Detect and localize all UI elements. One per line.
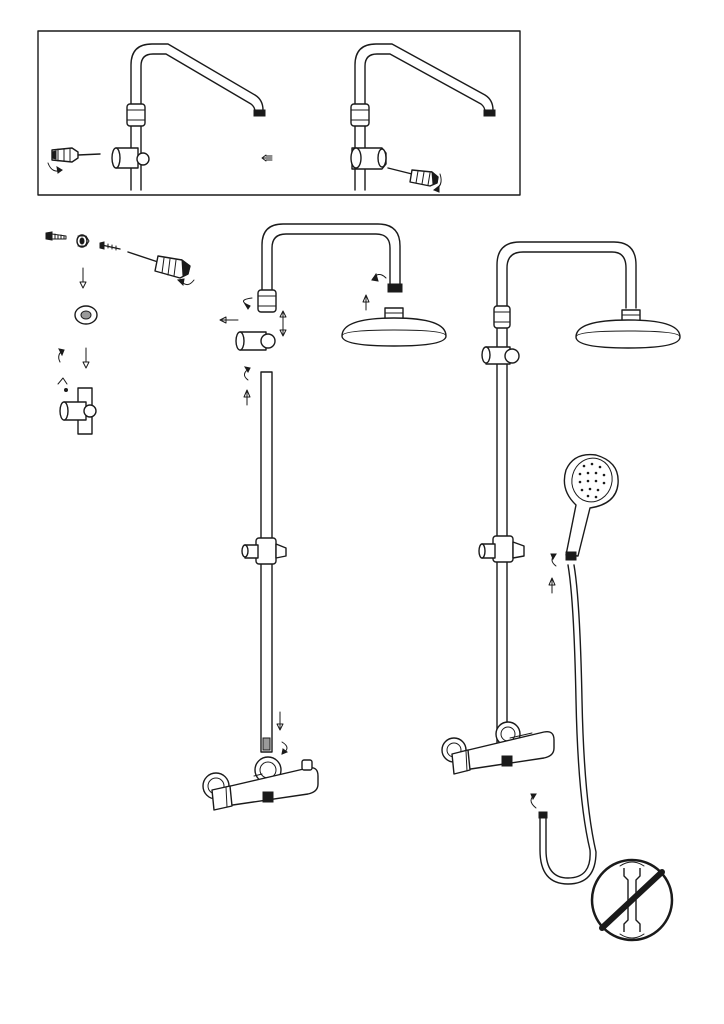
mounted-bracket [59,387,97,435]
thermostatic-valve [441,721,555,775]
bolt-icon [99,241,121,251]
inset-riser-left [111,43,266,191]
hand-shower [563,453,619,561]
assembly-step-middle [202,223,447,811]
screwdriver-icon [127,251,191,279]
wrench-prohibited-icon [590,858,674,942]
inset-panel [37,30,521,196]
shower-hose [538,564,597,885]
up-arrow-icon [279,310,287,337]
tiny-hook [57,377,68,385]
bracket-fixing-step [45,231,195,435]
inset-riser-right [350,43,496,191]
screw-icon [45,231,67,241]
thermostatic-valve [202,756,319,811]
down-arrow-icon [79,267,87,289]
up-arrow-icon [362,294,370,311]
down-arrow-icon [276,711,284,731]
wall-disk [74,305,98,325]
nut-icon [76,234,90,248]
assembly-step-right [441,241,681,885]
up-arrow-icon [243,389,251,406]
up-arrow-icon [548,577,556,594]
down-arrow-icon [82,347,90,369]
inset-frame [37,30,521,196]
hand-shower-slider [478,535,525,563]
shower-head [575,309,681,349]
screwdriver-icon [51,147,101,163]
left-arrow-icon [219,316,239,324]
screwdriver-icon [387,167,439,187]
hand-shower-slider [241,537,287,565]
left-arrow-icon [261,154,273,162]
shower-head [341,307,447,347]
